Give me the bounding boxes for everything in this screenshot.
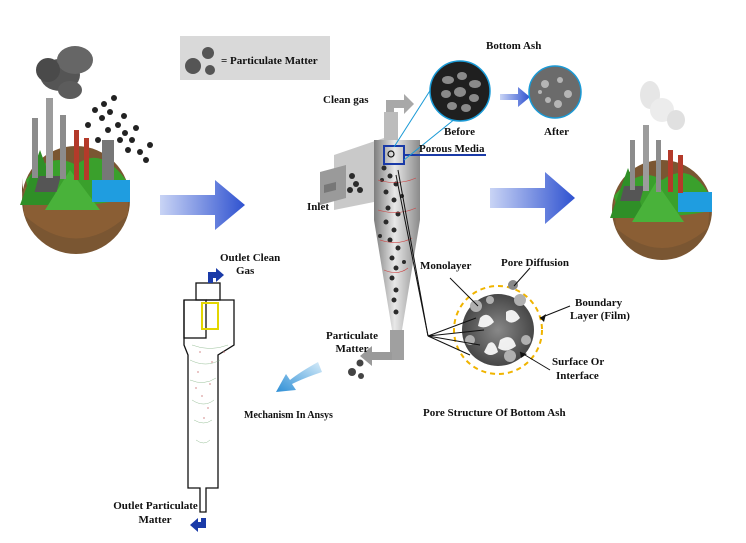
outlet-clean-gas-label-line1: Outlet Clean <box>220 252 281 264</box>
legend-label: = Particulate Matter <box>221 55 318 67</box>
clean-earth-illustration <box>610 81 712 260</box>
pore-diffusion-label: Pore Diffusion <box>501 257 569 269</box>
clean-gas-label: Clean gas <box>323 94 369 106</box>
outlet-particulate-label-line1: Outlet Particulate <box>113 500 198 512</box>
bottom-ash-label: Bottom Ash <box>486 40 542 52</box>
polluted-earth-illustration <box>20 46 153 254</box>
boundary-layer-label-line1: Boundary <box>575 297 623 309</box>
outlet-clean-gas-arrow-icon <box>208 268 224 283</box>
outlet-particulate-arrow-icon <box>190 518 206 532</box>
inlet-label: Inlet <box>307 201 329 213</box>
flow-arrow-left <box>160 180 245 230</box>
pore-structure-of-bottom-ash <box>453 280 543 375</box>
ansys-flow-particles <box>189 344 229 444</box>
surface-interface-label-line1: Surface Or <box>552 356 605 368</box>
surface-interface-label-line2: Interface <box>556 370 599 382</box>
particulate-matter-label-line2: Matter <box>335 343 369 355</box>
after-label: After <box>544 126 570 138</box>
bottom-ash-after-image <box>528 65 582 119</box>
before-label: Before <box>444 126 475 138</box>
porous-media-label: Porous Media <box>419 143 485 155</box>
monolayer-label: Monolayer <box>420 260 472 272</box>
outlet-clean-gas-label-line2: Gas <box>236 265 255 277</box>
mechanism-in-ansys-label: Mechanism In Ansys <box>244 410 333 421</box>
pore-structure-caption: Pore Structure Of Bottom Ash <box>423 407 566 419</box>
ansys-cyclone-schematic <box>183 282 235 513</box>
outlet-particulate-label-line2: Matter <box>138 514 172 526</box>
boundary-layer-label-line2: Layer (Film) <box>570 310 630 322</box>
flow-arrow-right <box>490 172 575 224</box>
cyclone-separator <box>320 94 486 366</box>
before-after-arrow <box>500 87 530 107</box>
particulate-matter-legend-icon <box>180 36 330 80</box>
bottom-ash-before-image <box>429 60 491 122</box>
curved-arrow-to-ansys <box>276 359 364 392</box>
particulate-matter-label-line1: Particulate <box>326 330 378 342</box>
